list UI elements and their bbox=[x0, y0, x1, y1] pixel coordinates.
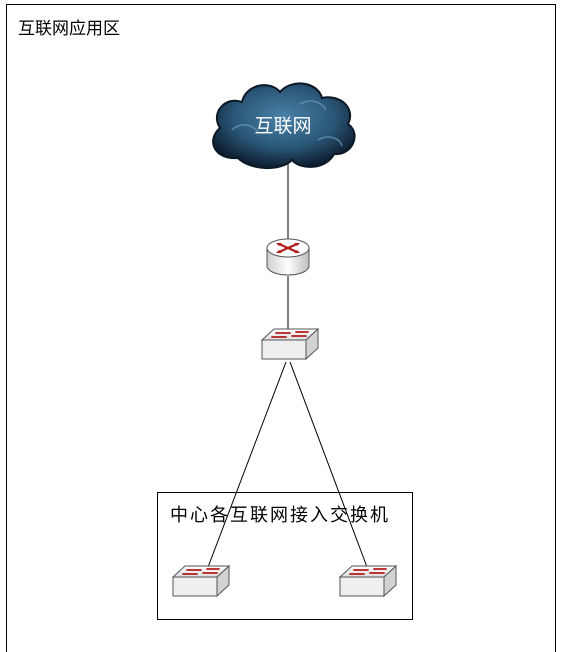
router-icon bbox=[266, 238, 310, 276]
access-switch-left-icon bbox=[171, 564, 231, 598]
zone-frame bbox=[6, 4, 556, 652]
cloud-icon bbox=[212, 82, 356, 170]
link-switch-access-left bbox=[204, 361, 287, 576]
access-switch-right-icon bbox=[338, 564, 398, 598]
access-group-label: 中心各互联网接入交换机 bbox=[170, 505, 390, 526]
link-switch-access-right bbox=[289, 361, 371, 576]
cloud-label: 互联网 bbox=[254, 115, 312, 137]
connection-lines bbox=[204, 160, 371, 576]
core-switch-icon bbox=[260, 327, 320, 361]
zone-title: 互联网应用区 bbox=[18, 19, 120, 39]
access-group-box bbox=[157, 492, 413, 620]
